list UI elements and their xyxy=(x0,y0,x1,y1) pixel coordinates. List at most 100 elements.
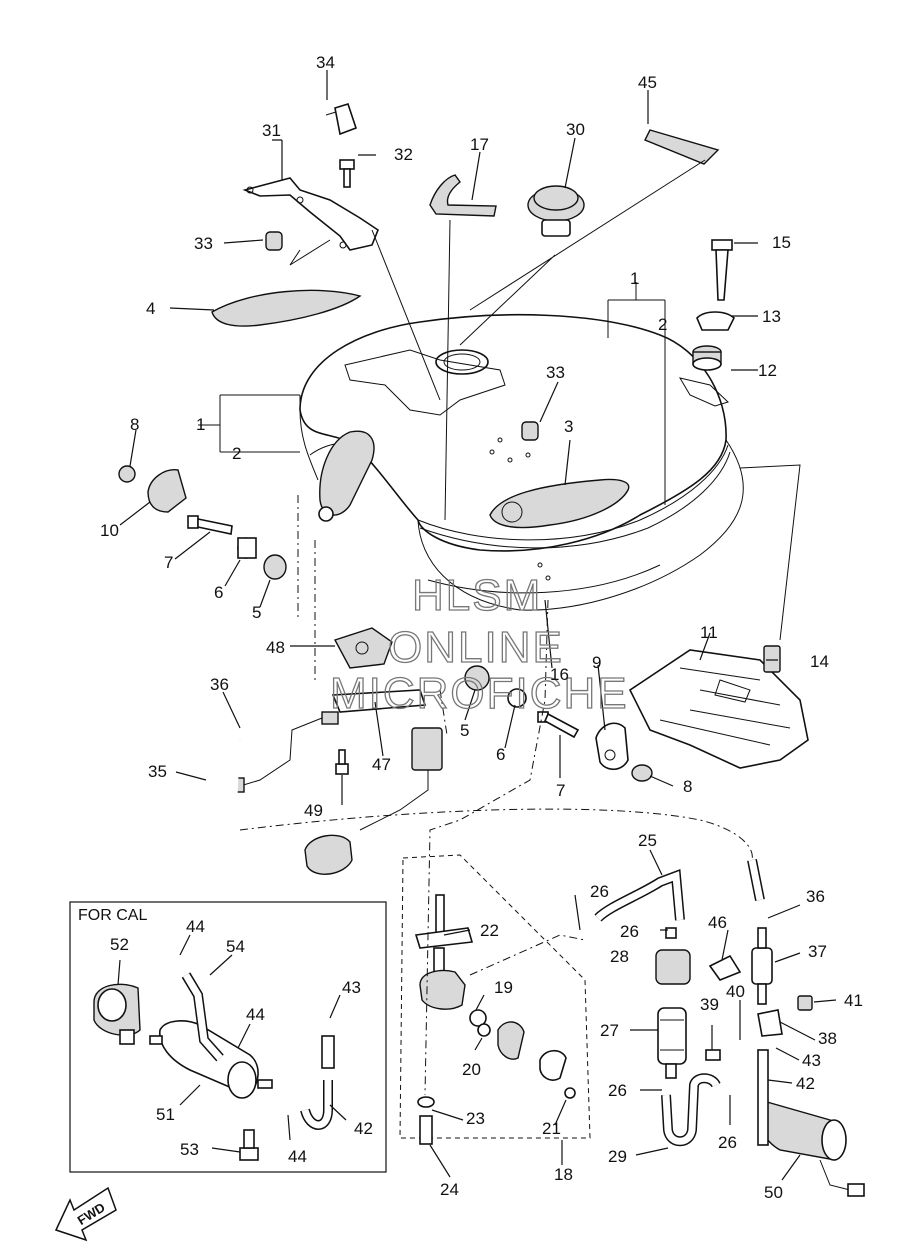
callout-51: 51 xyxy=(156,1105,175,1124)
bolt-49 xyxy=(335,749,349,775)
filter-27 xyxy=(657,1007,687,1079)
callout-9: 9 xyxy=(592,653,601,672)
callout-37: 37 xyxy=(808,942,827,961)
callout-3: 3 xyxy=(564,417,573,436)
bracket-9 xyxy=(595,722,629,771)
plate-48 xyxy=(333,627,393,669)
emblem-10 xyxy=(147,469,187,513)
callout-13: 13 xyxy=(762,307,781,326)
callout-30: 30 xyxy=(566,120,585,139)
cap-41 xyxy=(797,995,813,1011)
callout-5-center: 5 xyxy=(460,721,469,740)
inset-title: FOR CAL xyxy=(78,907,147,924)
collar-6-left xyxy=(237,537,257,559)
grommet-33-tank xyxy=(521,421,539,441)
callout-42-right: 42 xyxy=(796,1074,815,1093)
callout-1-right: 1 xyxy=(630,269,639,288)
valve-37 xyxy=(751,927,773,1005)
band-17 xyxy=(429,174,497,217)
callout-6-center: 6 xyxy=(496,745,505,764)
connector-46 xyxy=(708,954,742,981)
callout-36-right: 36 xyxy=(806,887,825,906)
watermark-line-2: ONLINE xyxy=(388,623,564,672)
callout-49: 49 xyxy=(304,801,323,820)
callout-48: 48 xyxy=(266,638,285,657)
damper-12 xyxy=(692,345,722,371)
callout-39: 39 xyxy=(700,995,719,1014)
callout-53: 53 xyxy=(180,1140,199,1159)
callout-44-b: 44 xyxy=(246,1005,265,1024)
callout-numbers: 34 31 32 17 30 45 33 15 4 1 2 13 12 33 8… xyxy=(100,53,863,1202)
callout-4: 4 xyxy=(146,299,155,318)
callout-36-left: 36 xyxy=(210,675,229,694)
grommet-33-top xyxy=(265,231,283,251)
callout-5-left: 5 xyxy=(252,603,261,622)
bracket-31 xyxy=(242,177,379,251)
hose-42-right xyxy=(757,1049,769,1146)
callout-8-left: 8 xyxy=(130,415,139,434)
callout-7-center: 7 xyxy=(556,781,565,800)
callout-34: 34 xyxy=(316,53,335,72)
clip-34 xyxy=(325,103,358,136)
callout-6-left: 6 xyxy=(214,583,223,602)
callout-46: 46 xyxy=(708,913,727,932)
callout-43-right: 43 xyxy=(802,1051,821,1070)
callout-26-c: 26 xyxy=(608,1081,627,1100)
pump-50 xyxy=(757,1099,865,1197)
fuel-cock-18 xyxy=(399,854,591,1145)
callout-43-inset: 43 xyxy=(342,978,361,997)
watermark: HLSM ONLINE MICROFICHE xyxy=(329,570,627,718)
fwd-arrow: FWD xyxy=(54,1186,117,1242)
callout-31: 31 xyxy=(262,121,281,140)
callout-35: 35 xyxy=(148,762,167,781)
hose-29 xyxy=(661,1073,721,1147)
callout-22: 22 xyxy=(480,921,499,940)
callout-7-left: 7 xyxy=(164,553,173,572)
callout-24: 24 xyxy=(440,1180,459,1199)
callout-23: 23 xyxy=(466,1109,485,1128)
canister-51 xyxy=(149,1020,273,1099)
callout-2-left: 2 xyxy=(232,444,241,463)
callout-17: 17 xyxy=(470,135,489,154)
callout-14: 14 xyxy=(810,652,829,671)
collar-14 xyxy=(763,645,781,673)
hose-54 xyxy=(181,972,224,1062)
callout-12: 12 xyxy=(758,361,777,380)
callout-8-right: 8 xyxy=(683,777,692,796)
callout-33-tank: 33 xyxy=(546,363,565,382)
bolt-39 xyxy=(705,1049,721,1061)
callout-19: 19 xyxy=(494,978,513,997)
callout-28: 28 xyxy=(610,947,629,966)
filter-28 xyxy=(655,927,691,985)
callout-54: 54 xyxy=(226,937,245,956)
callout-50: 50 xyxy=(764,1183,783,1202)
cap-52 xyxy=(93,983,141,1045)
hose-42-inset xyxy=(300,1035,335,1130)
bracket-38 xyxy=(757,1009,783,1037)
callout-16: 16 xyxy=(550,665,569,684)
fuel-tank xyxy=(299,313,744,611)
watermark-line-1: HLSM xyxy=(412,571,542,620)
collar-6-center xyxy=(507,688,527,708)
callout-2-right: 2 xyxy=(658,315,667,334)
callout-44-c: 44 xyxy=(288,1147,307,1166)
bolt-53 xyxy=(239,1129,259,1161)
callout-1-left: 1 xyxy=(196,415,205,434)
callout-41: 41 xyxy=(844,991,863,1010)
inset-for-cal: FOR CAL xyxy=(69,901,387,1173)
callout-11: 11 xyxy=(700,623,718,642)
callout-26-a: 26 xyxy=(590,882,609,901)
bolt-7-left xyxy=(187,515,233,535)
cap-30 xyxy=(527,185,585,237)
callout-26-b: 26 xyxy=(620,922,639,941)
side-cover-11 xyxy=(628,649,809,769)
callout-15: 15 xyxy=(772,233,791,252)
damper-5-center xyxy=(464,665,490,691)
callout-42-inset: 42 xyxy=(354,1119,373,1138)
callout-25: 25 xyxy=(638,831,657,850)
callout-38: 38 xyxy=(818,1029,837,1048)
callout-45: 45 xyxy=(638,73,657,92)
callout-27: 27 xyxy=(600,1021,619,1040)
cap-8-left xyxy=(118,465,136,483)
